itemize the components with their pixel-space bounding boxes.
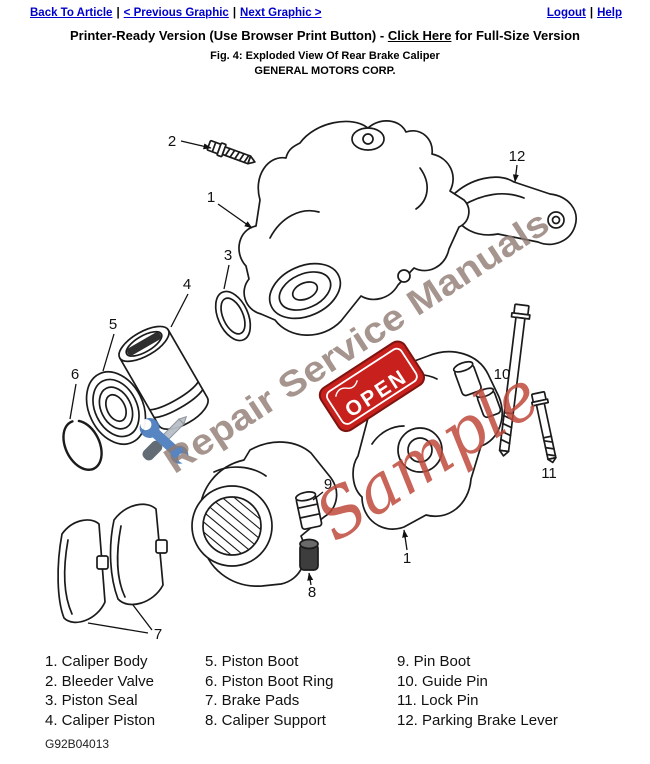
piston-seal-part: [214, 290, 252, 342]
nav-right: Logout|Help: [547, 7, 622, 19]
callout-10: 10: [494, 366, 511, 383]
legend-item: 2. Bleeder Valve: [45, 672, 154, 690]
watermark-open-sign: OPEN: [318, 340, 426, 433]
legend-item: 3. Piston Seal: [45, 692, 138, 709]
caliper-body-part: [238, 120, 470, 336]
help-link[interactable]: Help: [597, 7, 622, 19]
exploded-diagram: Repair Service Manuals OPEN Sample: [57, 120, 577, 643]
logout-link[interactable]: Logout: [546, 7, 586, 19]
legend-item: 6. Piston Boot Ring: [205, 672, 334, 690]
figure-caption: Fig. 4: Exploded View Of Rear Brake Cali…: [210, 50, 440, 62]
back-to-article-link[interactable]: Back To Article: [30, 7, 113, 19]
legend-item: 4. Caliper Piston: [45, 711, 156, 729]
printer-ready-line: Printer-Ready Version (Use Browser Print…: [0, 28, 650, 43]
callout-8: 8: [308, 584, 316, 601]
piston-boot-ring-part: [62, 419, 103, 471]
guide-pin-part: [498, 303, 531, 457]
callout-11: 11: [541, 465, 557, 482]
legend-item: 8. Caliper Support: [205, 711, 326, 729]
pin-boot-part: [295, 491, 323, 531]
legend-column-2: 5. Piston Boot 6. Piston Boot Ring 7. Br…: [205, 652, 397, 730]
open-sign-squiggle: [335, 380, 358, 397]
callout-2: 2: [168, 133, 176, 150]
parking-brake-lever-part: [451, 176, 577, 246]
callout-1-bottom: 1: [403, 550, 411, 567]
callout-9: 9: [324, 476, 332, 493]
piston-boot-part: [85, 371, 147, 445]
callout-5: 5: [109, 316, 117, 333]
callout-leader-lines: [69, 140, 519, 634]
nav-left: Back To Article|< Previous Graphic|Next …: [30, 7, 322, 19]
legend-item: 1. Caliper Body: [45, 653, 148, 670]
nav-separator: |: [232, 7, 237, 19]
caliper-piston-part: [118, 325, 209, 430]
lock-pin-part: [530, 390, 557, 464]
document-id: G92B04013: [45, 737, 110, 751]
legend-column-1: 1. Caliper Body 2. Bleeder Valve 3. Pist…: [45, 652, 205, 730]
callouts: 2 1 12 3 4 5 6 9 8 7 1 10 11: [71, 133, 557, 643]
legend-item: 9. Pin Boot: [397, 653, 471, 670]
callout-4: 4: [183, 276, 191, 293]
legend-item: 11. Lock Pin: [397, 692, 479, 709]
bleeder-valve-part: [206, 139, 256, 165]
manufacturer-title: GENERAL MOTORS CORP.: [254, 65, 396, 77]
callout-7: 7: [154, 626, 162, 643]
legend-item: 5. Piston Boot: [205, 653, 299, 670]
full-size-link[interactable]: Click Here: [387, 28, 452, 43]
legend-item: 10. Guide Pin: [397, 672, 488, 690]
callout-3: 3: [224, 247, 232, 264]
printer-line-prefix: Printer-Ready Version (Use Browser Print…: [69, 28, 388, 43]
legend-item: 12. Parking Brake Lever: [397, 711, 558, 729]
support-bushing-part: [299, 538, 319, 571]
callout-1-top: 1: [207, 189, 215, 206]
printer-line-suffix: for Full-Size Version: [451, 28, 580, 43]
top-navigation: Back To Article|< Previous Graphic|Next …: [0, 0, 650, 19]
previous-graphic-link[interactable]: < Previous Graphic: [123, 7, 229, 19]
legend-column-3: 9. Pin Boot 10. Guide Pin 11. Lock Pin 1…: [397, 652, 597, 730]
next-graphic-link[interactable]: Next Graphic >: [240, 7, 322, 19]
legend: 1. Caliper Body 2. Bleeder Valve 3. Pist…: [45, 652, 597, 730]
diagram-area: Repair Service Manuals OPEN Sample: [0, 88, 650, 648]
callout-6: 6: [71, 366, 79, 383]
legend-item: 7. Brake Pads: [205, 692, 300, 709]
nav-separator: |: [116, 7, 120, 19]
watermark-tools-icon: [139, 415, 189, 464]
nav-separator: |: [589, 7, 594, 19]
callout-12: 12: [509, 148, 526, 165]
brake-pads-part: [57, 503, 168, 624]
